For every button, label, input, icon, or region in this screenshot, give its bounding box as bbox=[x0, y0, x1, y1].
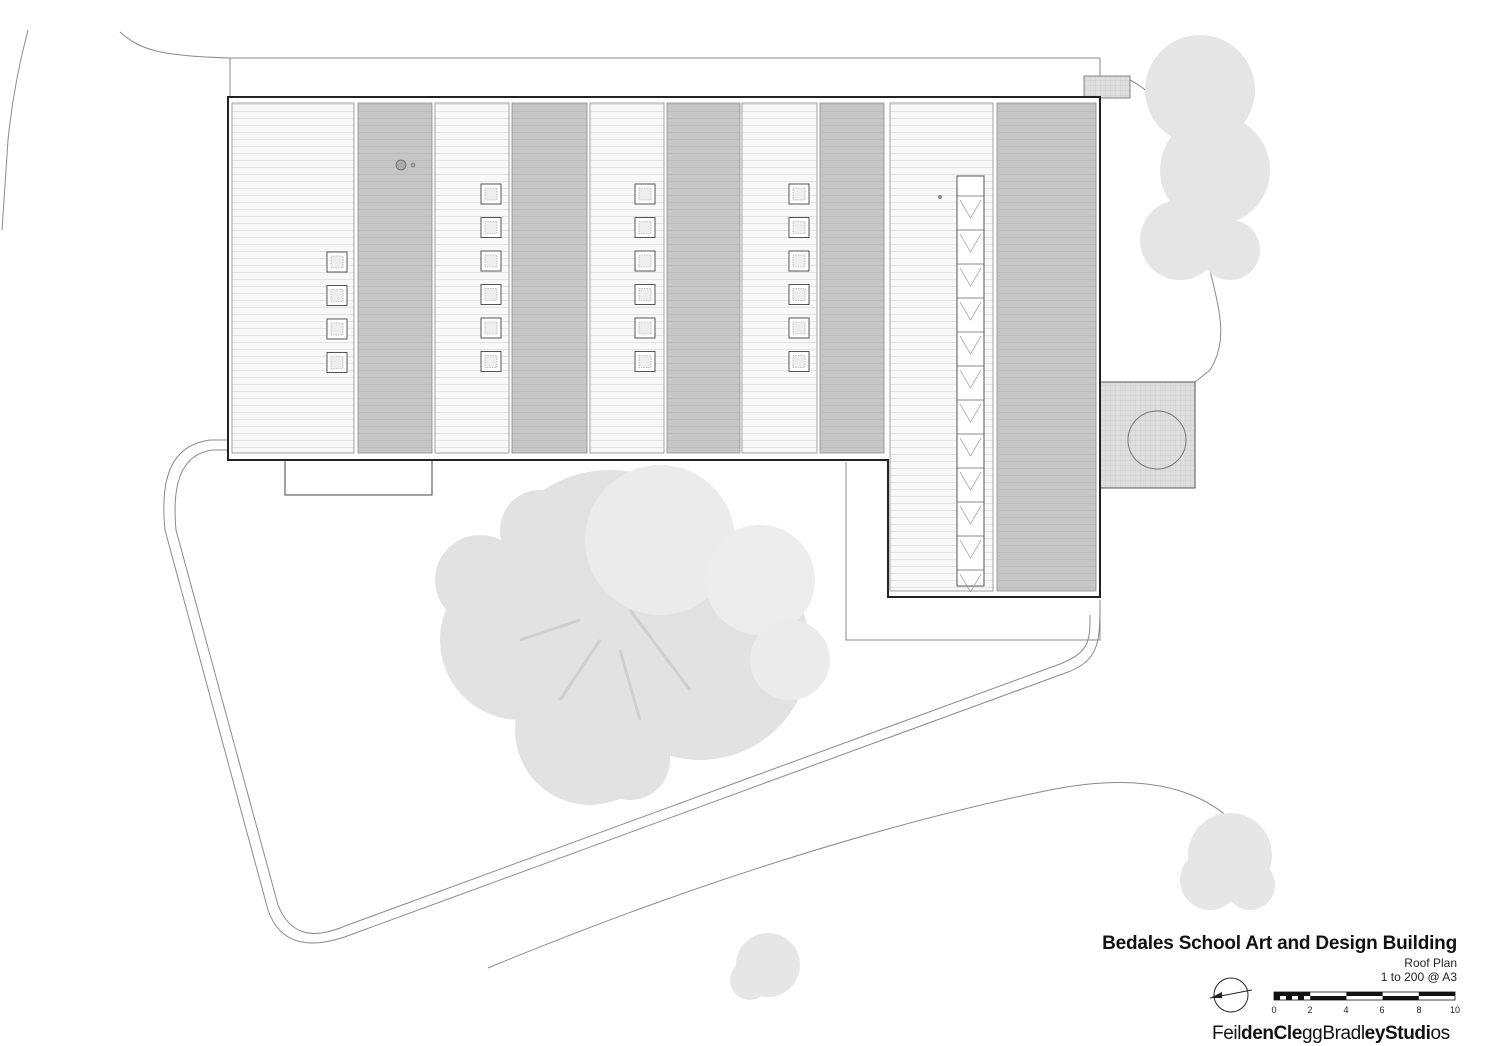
north-arrow-icon bbox=[1209, 977, 1253, 1013]
roof-vents bbox=[395, 159, 942, 199]
ridge-rooflight bbox=[956, 175, 985, 593]
roof-strip-light bbox=[231, 102, 355, 454]
roof-strip-dark bbox=[996, 102, 1097, 592]
roof-strip-dark bbox=[666, 102, 741, 454]
tree-canopy-south bbox=[730, 933, 800, 1000]
roof-strip-dark bbox=[819, 102, 885, 454]
rooflight bbox=[634, 217, 656, 238]
rooflight bbox=[788, 250, 810, 272]
rooflight bbox=[634, 317, 656, 339]
logo-part: Bradl bbox=[1322, 1023, 1365, 1044]
rooflight bbox=[326, 251, 348, 273]
rooflight bbox=[480, 250, 502, 272]
scale-tick-8: 8 bbox=[1416, 1005, 1421, 1015]
rooflights bbox=[326, 183, 810, 373]
scale-tick-4: 4 bbox=[1343, 1005, 1348, 1015]
drawing-scale: 1 to 200 @ A3 bbox=[1380, 970, 1457, 984]
rooflight bbox=[480, 284, 502, 305]
tree-canopy-northeast bbox=[1140, 35, 1270, 280]
logo-part: Feil bbox=[1212, 1023, 1242, 1044]
roof-strip-dark bbox=[357, 102, 433, 454]
scale-tick-0: 0 bbox=[1271, 1005, 1276, 1015]
logo-part: gg bbox=[1301, 1023, 1323, 1044]
rooflight bbox=[788, 317, 810, 339]
roof-strip-dark bbox=[511, 102, 588, 454]
scale-bar: 0 2 4 6 8 10 bbox=[1271, 991, 1460, 1015]
rooflight bbox=[480, 217, 502, 238]
rooflight bbox=[326, 285, 348, 306]
east-terrace bbox=[1099, 381, 1196, 489]
scale-tick-2: 2 bbox=[1307, 1005, 1312, 1015]
external-stair bbox=[1083, 75, 1131, 99]
project-title: Bedales School Art and Design Building bbox=[1102, 933, 1457, 954]
rooflight bbox=[326, 318, 348, 340]
rooflight bbox=[480, 317, 502, 339]
tree-canopy-large bbox=[435, 465, 830, 805]
logo-part: eyStudi bbox=[1364, 1023, 1431, 1044]
roof-strip-light bbox=[741, 102, 818, 454]
site-boundary bbox=[1, 29, 1256, 969]
logo-part: os bbox=[1430, 1023, 1451, 1044]
rooflight bbox=[480, 183, 502, 205]
scale-tick-10: 10 bbox=[1450, 1005, 1460, 1015]
rooflight bbox=[788, 284, 810, 305]
practice-logo: FeildenCleggBradleyStudios bbox=[1212, 1023, 1450, 1045]
rooflight bbox=[634, 351, 656, 372]
rooflight bbox=[634, 284, 656, 305]
roof-strip-light bbox=[434, 102, 510, 454]
rooflight bbox=[788, 351, 810, 372]
title-block: Bedales School Art and Design Building R… bbox=[997, 932, 1457, 984]
rooflight bbox=[326, 352, 348, 373]
roof-strip-light bbox=[589, 102, 665, 454]
rooflight bbox=[634, 183, 656, 205]
rooflight bbox=[788, 217, 810, 238]
logo-part: denCle bbox=[1241, 1023, 1302, 1044]
rooflight bbox=[788, 183, 810, 205]
tree-canopy-southeast bbox=[1180, 813, 1275, 910]
drawing-name: Roof Plan bbox=[1404, 956, 1457, 970]
rooflight bbox=[634, 250, 656, 272]
scale-tick-6: 6 bbox=[1379, 1005, 1384, 1015]
entrance-canopy bbox=[284, 459, 433, 496]
rooflight bbox=[480, 351, 502, 372]
